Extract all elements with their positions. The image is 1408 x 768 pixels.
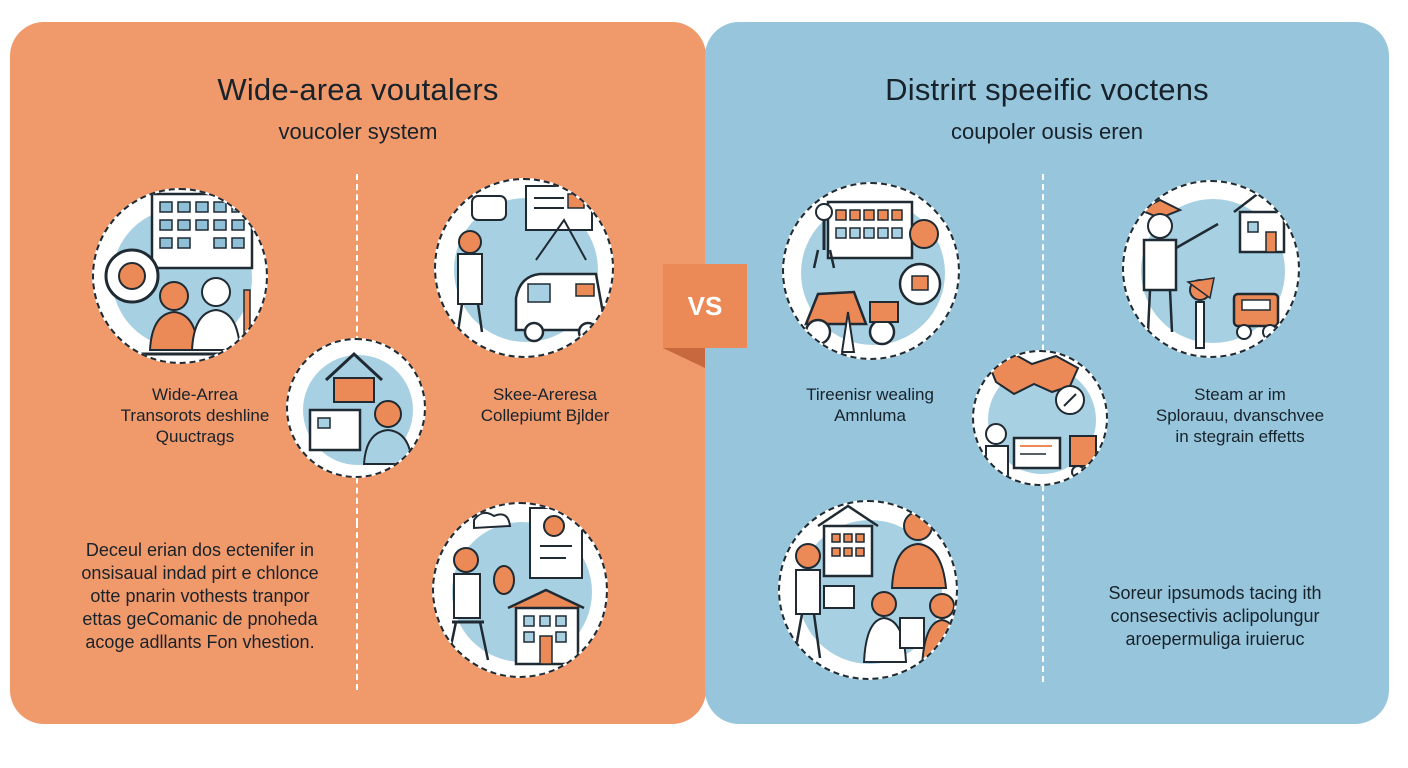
collection-caption: Skee-Areresa Collepiumt Bjlder bbox=[480, 385, 610, 425]
district-description: Soreur ipsumods tacing ith consesectivis… bbox=[1108, 583, 1322, 649]
house-resident-icon bbox=[303, 351, 414, 465]
van-delivery-illustration bbox=[434, 178, 614, 358]
district-title: Distrirt speeific voctens bbox=[885, 72, 1209, 107]
district-map-illustration bbox=[972, 350, 1108, 486]
local-business-illustration bbox=[782, 182, 960, 360]
district-caption-2: Steam ar im Splorauu, dvanschvee in steg… bbox=[1155, 385, 1325, 446]
district-caption-1: Tireenisr wealing Amnluma bbox=[806, 385, 934, 425]
property-owner-illustration bbox=[432, 502, 608, 678]
wide-area-description: Deceul erian dos ectenifer in onsisaual … bbox=[81, 540, 319, 652]
wide-area-caption: Wide-Arrea Transorots deshline Quuctrags bbox=[120, 385, 270, 446]
vs-badge-fold bbox=[663, 348, 705, 368]
house-resident-illustration bbox=[286, 338, 426, 478]
local-business-icon bbox=[801, 200, 945, 353]
education-services-icon bbox=[1137, 190, 1289, 349]
van-delivery-icon bbox=[454, 185, 608, 343]
education-services-illustration bbox=[1122, 180, 1300, 358]
wide-area-title: Wide-area voutalers bbox=[217, 72, 499, 107]
wide-area-subtitle: voucoler system bbox=[278, 119, 438, 144]
vs-badge: VS bbox=[663, 264, 747, 348]
building-people-icon bbox=[104, 192, 260, 356]
building-people-illustration bbox=[92, 188, 268, 364]
district-subtitle: coupoler ousis eren bbox=[950, 119, 1143, 144]
property-owner-icon bbox=[446, 507, 592, 666]
school-family-illustration bbox=[778, 500, 958, 680]
wide-area-panel: Wide-area voutalers voucoler system Wide… bbox=[10, 22, 706, 724]
school-family-icon bbox=[792, 504, 956, 669]
district-map-icon bbox=[985, 352, 1097, 483]
left-divider-lower bbox=[356, 522, 358, 690]
